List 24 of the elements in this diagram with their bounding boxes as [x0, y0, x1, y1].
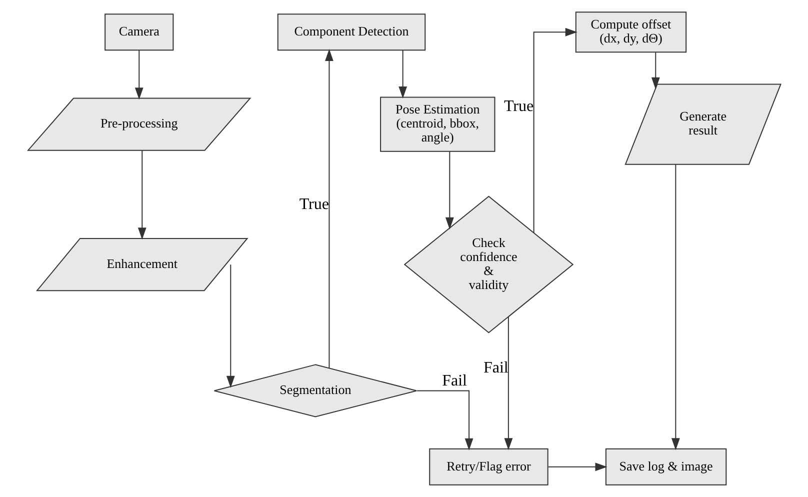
node-box: Pose Estimation (centroid, bbox, angle) [380, 96, 495, 152]
arrow [547, 462, 607, 472]
node-box: Compute offset (dx, dy, dΘ) [574, 12, 686, 53]
arrow [650, 52, 660, 90]
edge-label: Fail [442, 372, 466, 390]
node-diamond: Segmentation [213, 364, 417, 418]
arrow [137, 150, 146, 240]
node-box: Save log & image [604, 448, 726, 486]
arrow [532, 28, 577, 234]
node-box: Component Detection [276, 14, 426, 51]
arrow [226, 264, 234, 388]
arrow [444, 151, 454, 230]
node-diamond: Check confidence & validity [403, 196, 574, 334]
node-box: Camera [104, 14, 174, 51]
node-box: Retry/Flag error [428, 448, 548, 486]
arrow [670, 164, 680, 450]
arrow [324, 49, 333, 369]
arrow [504, 316, 512, 450]
arrow [416, 390, 473, 450]
arrow [134, 50, 143, 100]
edge-label: True [503, 98, 534, 116]
edge-label: Fail [482, 360, 508, 377]
edge-label: True [298, 196, 329, 214]
arrow [398, 50, 407, 99]
